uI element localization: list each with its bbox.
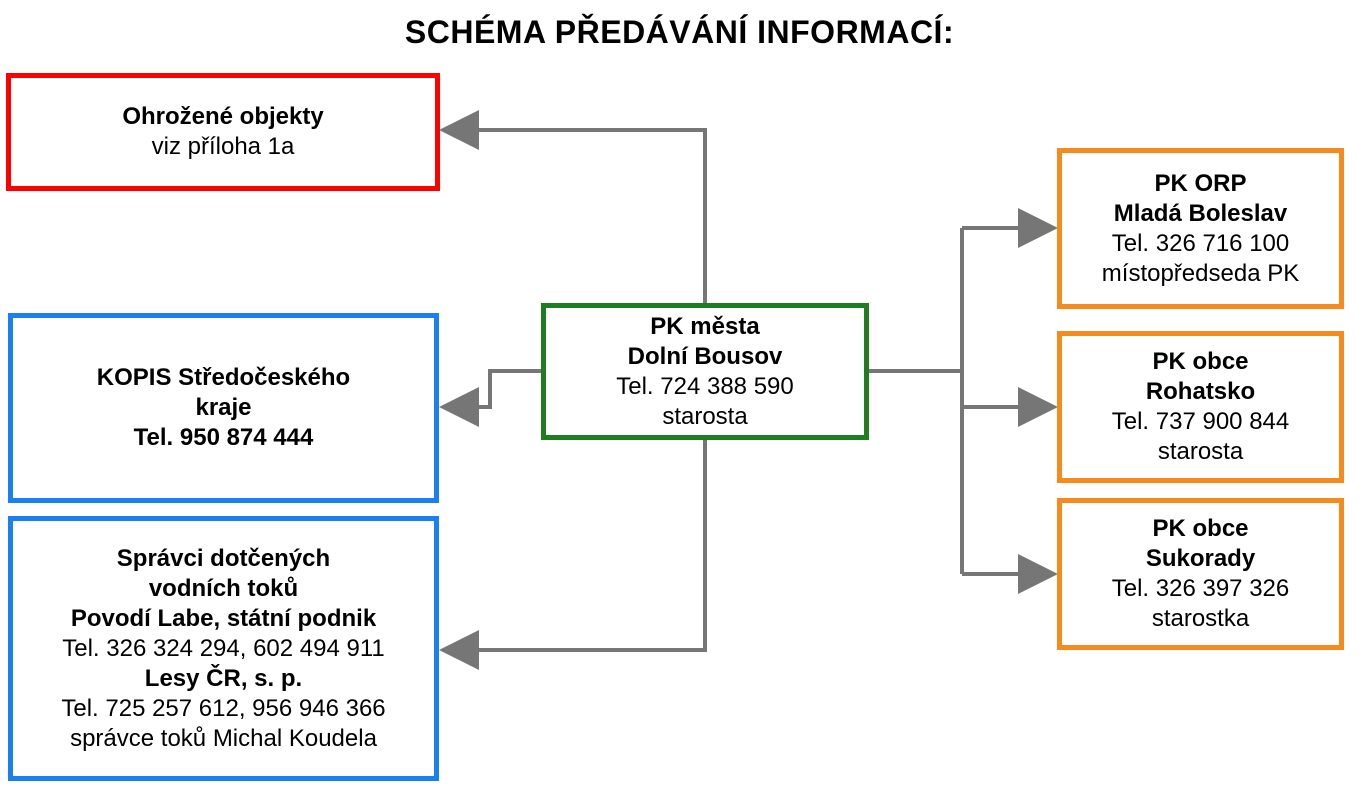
rohatsko-title: PK obce — [1152, 348, 1249, 375]
endangered-title: Ohrožené objekty — [122, 103, 324, 130]
center-box-dolni-bousov: PK města Dolní Bousov Tel. 724 388 590 s… — [541, 303, 869, 440]
lesy-cr-contact: správce toků Michal Koudela — [70, 724, 377, 752]
managers-subtitle: vodních toků — [148, 574, 299, 602]
orp-title: PK ORP — [1154, 169, 1247, 197]
sukorady-phone: Tel. 326 397 326 — [1111, 575, 1290, 602]
kopis-title: KOPIS Středočeského — [96, 364, 351, 391]
orp-phone: Tel. 326 716 100 — [1111, 229, 1290, 257]
arrow-to-endangered — [439, 110, 707, 303]
center-title: PK města — [650, 312, 760, 340]
rohatsko-box: PK obce Rohatsko Tel. 737 900 844 staros… — [1057, 331, 1344, 483]
povodi-labe-name: Povodí Labe, státní podnik — [70, 604, 377, 632]
orp-box: PK ORP Mladá Boleslav Tel. 326 716 100 m… — [1057, 148, 1344, 309]
sukorady-box: PK obce Sukorady Tel. 326 397 326 staros… — [1057, 498, 1344, 650]
center-role: starosta — [662, 402, 748, 430]
rohatsko-phone: Tel. 737 900 844 — [1111, 408, 1290, 435]
water-managers-box: Správci dotčených vodních toků Povodí La… — [8, 516, 439, 781]
sukorady-title: PK obce — [1152, 515, 1249, 542]
page-title: SCHÉMA PŘEDÁVÁNÍ INFORMACÍ: — [404, 14, 955, 50]
arrow-to-kopis — [439, 369, 541, 427]
sukorady-role: starostka — [1151, 605, 1250, 632]
orp-town: Mladá Boleslav — [1113, 199, 1288, 227]
orp-role: místopředseda PK — [1101, 259, 1300, 287]
center-phone: Tel. 724 388 590 — [616, 372, 794, 400]
center-town: Dolní Bousov — [627, 342, 783, 370]
lesy-cr-phone: Tel. 725 257 612, 956 946 366 — [61, 694, 386, 722]
kopis-region: kraje — [195, 394, 252, 421]
kopis-box: KOPIS Středočeského kraje Tel. 950 874 4… — [8, 313, 439, 503]
lesy-cr-name: Lesy ČR, s. p. — [144, 664, 303, 692]
endangered-note: viz příloha 1a — [151, 133, 295, 160]
rohatsko-role: starosta — [1157, 438, 1244, 465]
arrow-to-managers — [439, 440, 707, 670]
managers-title: Správci dotčených — [116, 544, 331, 572]
povodi-labe-phone: Tel. 326 324 294, 602 494 911 — [62, 634, 385, 662]
kopis-phone: Tel. 950 874 444 — [133, 424, 314, 451]
sukorady-town: Sukorady — [1145, 545, 1256, 572]
endangered-objects-box: Ohrožené objekty viz příloha 1a — [6, 73, 440, 191]
rohatsko-town: Rohatsko — [1145, 378, 1256, 405]
